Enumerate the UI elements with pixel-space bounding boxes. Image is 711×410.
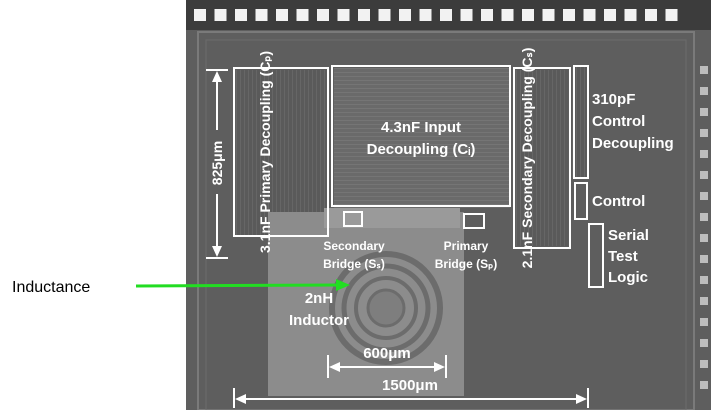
inductor-label-2: Inductor: [289, 312, 349, 329]
side-pad: [700, 339, 708, 347]
side-pad: [700, 192, 708, 200]
bond-pad: [665, 9, 678, 21]
side-pad: [700, 234, 708, 242]
side-pad: [700, 297, 708, 305]
control-decoupling-label-2: Control: [592, 113, 645, 130]
bond-pad: [583, 9, 596, 21]
side-pad: [700, 381, 708, 389]
bond-pad: [255, 9, 268, 21]
bond-pad: [194, 9, 206, 21]
primary-bridge-label-1: Primary: [444, 239, 489, 253]
serial-test-logic-label-3: Logic: [608, 269, 648, 286]
side-pad: [700, 213, 708, 221]
serial-test-logic-box: [588, 223, 604, 288]
side-pad: [700, 318, 708, 326]
side-pad: [700, 129, 708, 137]
bond-pad: [440, 9, 452, 21]
die-photo: [186, 0, 711, 410]
inductance-callout-label: Inductance: [12, 279, 90, 296]
secondary-decoupling-box: [513, 67, 571, 249]
bond-pad: [563, 9, 575, 21]
bond-pad: [419, 9, 432, 21]
serial-test-logic-label-2: Test: [608, 248, 638, 265]
control-decoupling-box: [573, 65, 589, 179]
bond-pad: [214, 9, 227, 21]
side-pad: [700, 66, 708, 74]
chip-width-dimension: [233, 388, 589, 408]
inductor-coil: [329, 251, 443, 365]
bond-pad: [481, 9, 493, 21]
primary-bridge-label-2: Bridge (Sₚ): [435, 257, 497, 271]
primary-decoupling-label: 3.1nF Primary Decoupling (Cₚ): [257, 51, 273, 253]
primary-decoupling-box: [233, 67, 329, 237]
side-pad: [700, 276, 708, 284]
side-pad: [700, 360, 708, 368]
bond-pad: [645, 9, 657, 21]
secondary-decoupling-label: 2.1nF Secondary Decoupling (Cₛ): [519, 48, 535, 269]
top-bond-pads: [194, 9, 678, 21]
bond-pad: [378, 9, 391, 21]
input-decoupling-label-2: Decoupling (Cᵢ): [367, 141, 476, 158]
inductor-width-label: 600μm: [363, 345, 411, 362]
chip-width-label: 1500μm: [382, 377, 438, 394]
secondary-bridge-label-1: Secondary: [323, 239, 385, 253]
inductance-callout-arrow: [135, 279, 350, 291]
annotation-boxes: [233, 65, 604, 288]
bond-pad: [399, 9, 411, 21]
side-pad: [700, 87, 708, 95]
input-decoupling-box: [331, 65, 511, 207]
bond-pad: [296, 9, 309, 21]
serial-test-logic-label-1: Serial: [608, 227, 649, 244]
bond-pad: [624, 9, 637, 21]
side-pad: [700, 108, 708, 116]
bond-pad: [542, 9, 555, 21]
secondary-bridge-label-2: Bridge (Sₛ): [323, 257, 385, 271]
side-pad: [700, 150, 708, 158]
side-pad: [700, 171, 708, 179]
control-label: Control: [592, 193, 645, 210]
side-pad: [700, 255, 708, 263]
bond-pad: [501, 9, 514, 21]
height-dimension-label: 825μm: [209, 141, 225, 185]
bond-pad: [337, 9, 350, 21]
control-decoupling-label-1: 310pF: [592, 91, 635, 108]
bond-pad: [522, 9, 534, 21]
bond-pad: [276, 9, 288, 21]
bond-pad: [317, 9, 329, 21]
side-pads: [700, 66, 708, 389]
secondary-bridge-box: [343, 211, 363, 227]
input-decoupling-label-1: 4.3nF Input: [381, 119, 461, 136]
inductor-width-dimension: [327, 355, 447, 378]
bond-pad: [604, 9, 616, 21]
inductor-label-1: 2nH: [305, 290, 333, 307]
control-box: [574, 182, 588, 220]
primary-bridge-box: [463, 213, 485, 229]
bond-pad: [358, 9, 370, 21]
bond-pad: [235, 9, 247, 21]
control-decoupling-label-3: Decoupling: [592, 135, 674, 152]
bond-pad: [460, 9, 473, 21]
